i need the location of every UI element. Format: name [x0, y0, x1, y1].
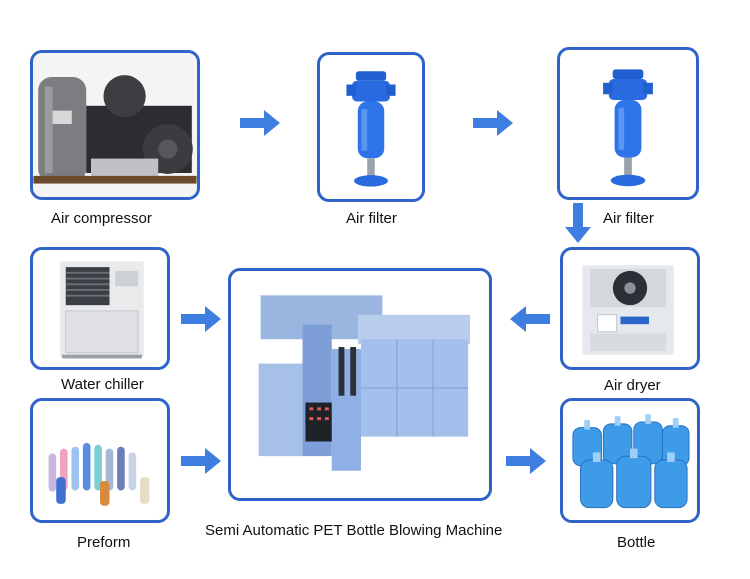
- blowing-machine-label: Semi Automatic PET Bottle Blowing Machin…: [205, 522, 503, 539]
- bottle-label: Bottle: [617, 534, 656, 551]
- bottle-image: [563, 401, 697, 520]
- arrow-compressor-to-filter: [240, 110, 280, 136]
- air-compressor-label: Air compressor: [51, 210, 152, 227]
- water-chiller-box: [30, 247, 170, 370]
- air-compressor-image: [33, 53, 197, 197]
- air-dryer-label: Air dryer: [604, 377, 661, 394]
- air-filter-2-label: Air filter: [603, 210, 654, 227]
- arrow-filter-to-filter: [473, 110, 513, 136]
- arrow-chiller-to-machine: [181, 306, 221, 332]
- arrow-filter-to-dryer: [565, 203, 591, 243]
- bottle-box: [560, 398, 700, 523]
- air-dryer-box: [560, 247, 700, 370]
- blowing-machine-image: [258, 295, 471, 471]
- arrow-machine-to-bottle: [506, 448, 546, 474]
- preform-image: [48, 442, 150, 506]
- blowing-machine-box: [228, 268, 492, 501]
- preform-box: [30, 398, 170, 523]
- air-filter-2-box: [557, 47, 699, 200]
- air-filter-1-image: [346, 71, 396, 187]
- air-filter-2-image: [603, 69, 653, 187]
- arrow-dryer-to-machine: [510, 306, 550, 332]
- water-chiller-image: [60, 261, 144, 359]
- preform-label: Preform: [77, 534, 131, 551]
- air-compressor-box: [30, 50, 200, 200]
- air-filter-1-label: Air filter: [346, 210, 397, 227]
- arrow-preform-to-machine: [181, 448, 221, 474]
- water-chiller-label: Water chiller: [61, 376, 144, 393]
- air-dryer-image: [582, 265, 674, 355]
- air-filter-1-box: [317, 52, 425, 202]
